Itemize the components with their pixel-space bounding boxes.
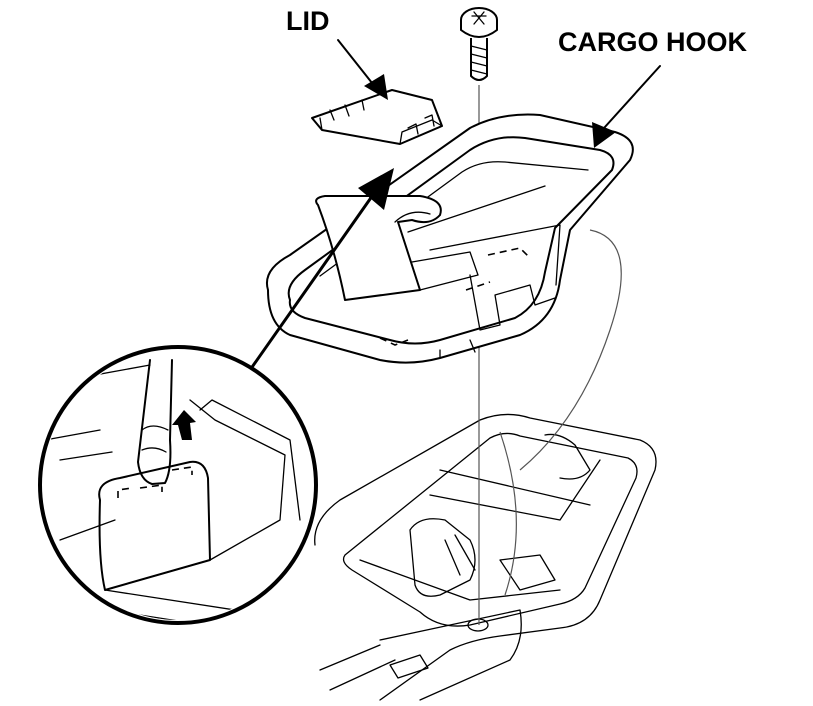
lid-label: LID <box>286 6 330 36</box>
lid-part <box>311 89 443 145</box>
lid-leader-line <box>337 39 377 89</box>
cargo-hook-leader-line <box>603 65 661 129</box>
detail-arrow-line <box>248 180 384 372</box>
screw <box>460 7 498 81</box>
detail-arrow-head <box>358 168 394 210</box>
cargo-hook-leader-arrowhead <box>592 122 616 148</box>
detail-magnifier <box>38 345 318 625</box>
floor-recess <box>314 229 657 701</box>
lid-leader-arrowhead <box>364 74 388 100</box>
cargo-hook-part <box>266 113 634 364</box>
cargo-hook-label: CARGO HOOK <box>558 27 747 57</box>
